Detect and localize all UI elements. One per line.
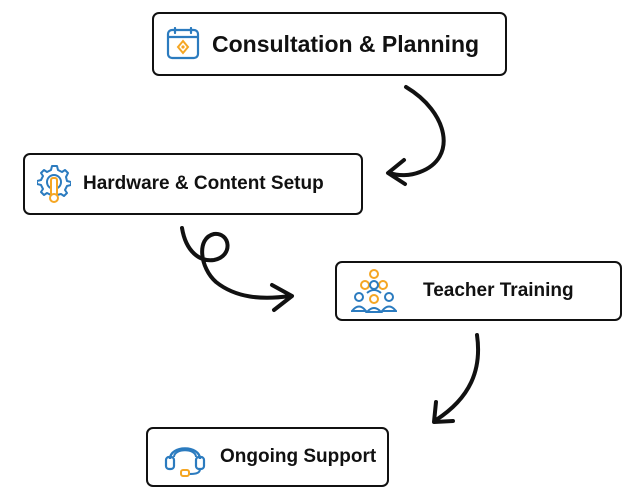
group-people-icon — [351, 269, 397, 313]
arrow-head-1 — [386, 158, 407, 186]
arrow-hardware-to-teacher — [180, 226, 292, 300]
step-hardware-content-setup: Hardware & Content Setup — [23, 153, 363, 215]
arrow-head-3 — [432, 400, 455, 424]
step-consultation-planning: Consultation & Planning — [152, 12, 507, 76]
step-label: Hardware & Content Setup — [83, 173, 324, 194]
calendar-icon — [166, 27, 200, 61]
step-label: Teacher Training — [423, 280, 574, 301]
step-ongoing-support: Ongoing Support — [146, 427, 389, 487]
step-teacher-training: Teacher Training — [335, 261, 622, 321]
arrow-head-2 — [270, 283, 294, 312]
headset-icon — [164, 437, 206, 477]
step-label: Consultation & Planning — [212, 30, 480, 57]
gear-wrench-icon — [37, 164, 71, 204]
arrow-consultation-to-hardware — [388, 85, 446, 178]
step-label: Ongoing Support — [220, 446, 377, 467]
arrow-teacher-to-support — [434, 333, 481, 422]
